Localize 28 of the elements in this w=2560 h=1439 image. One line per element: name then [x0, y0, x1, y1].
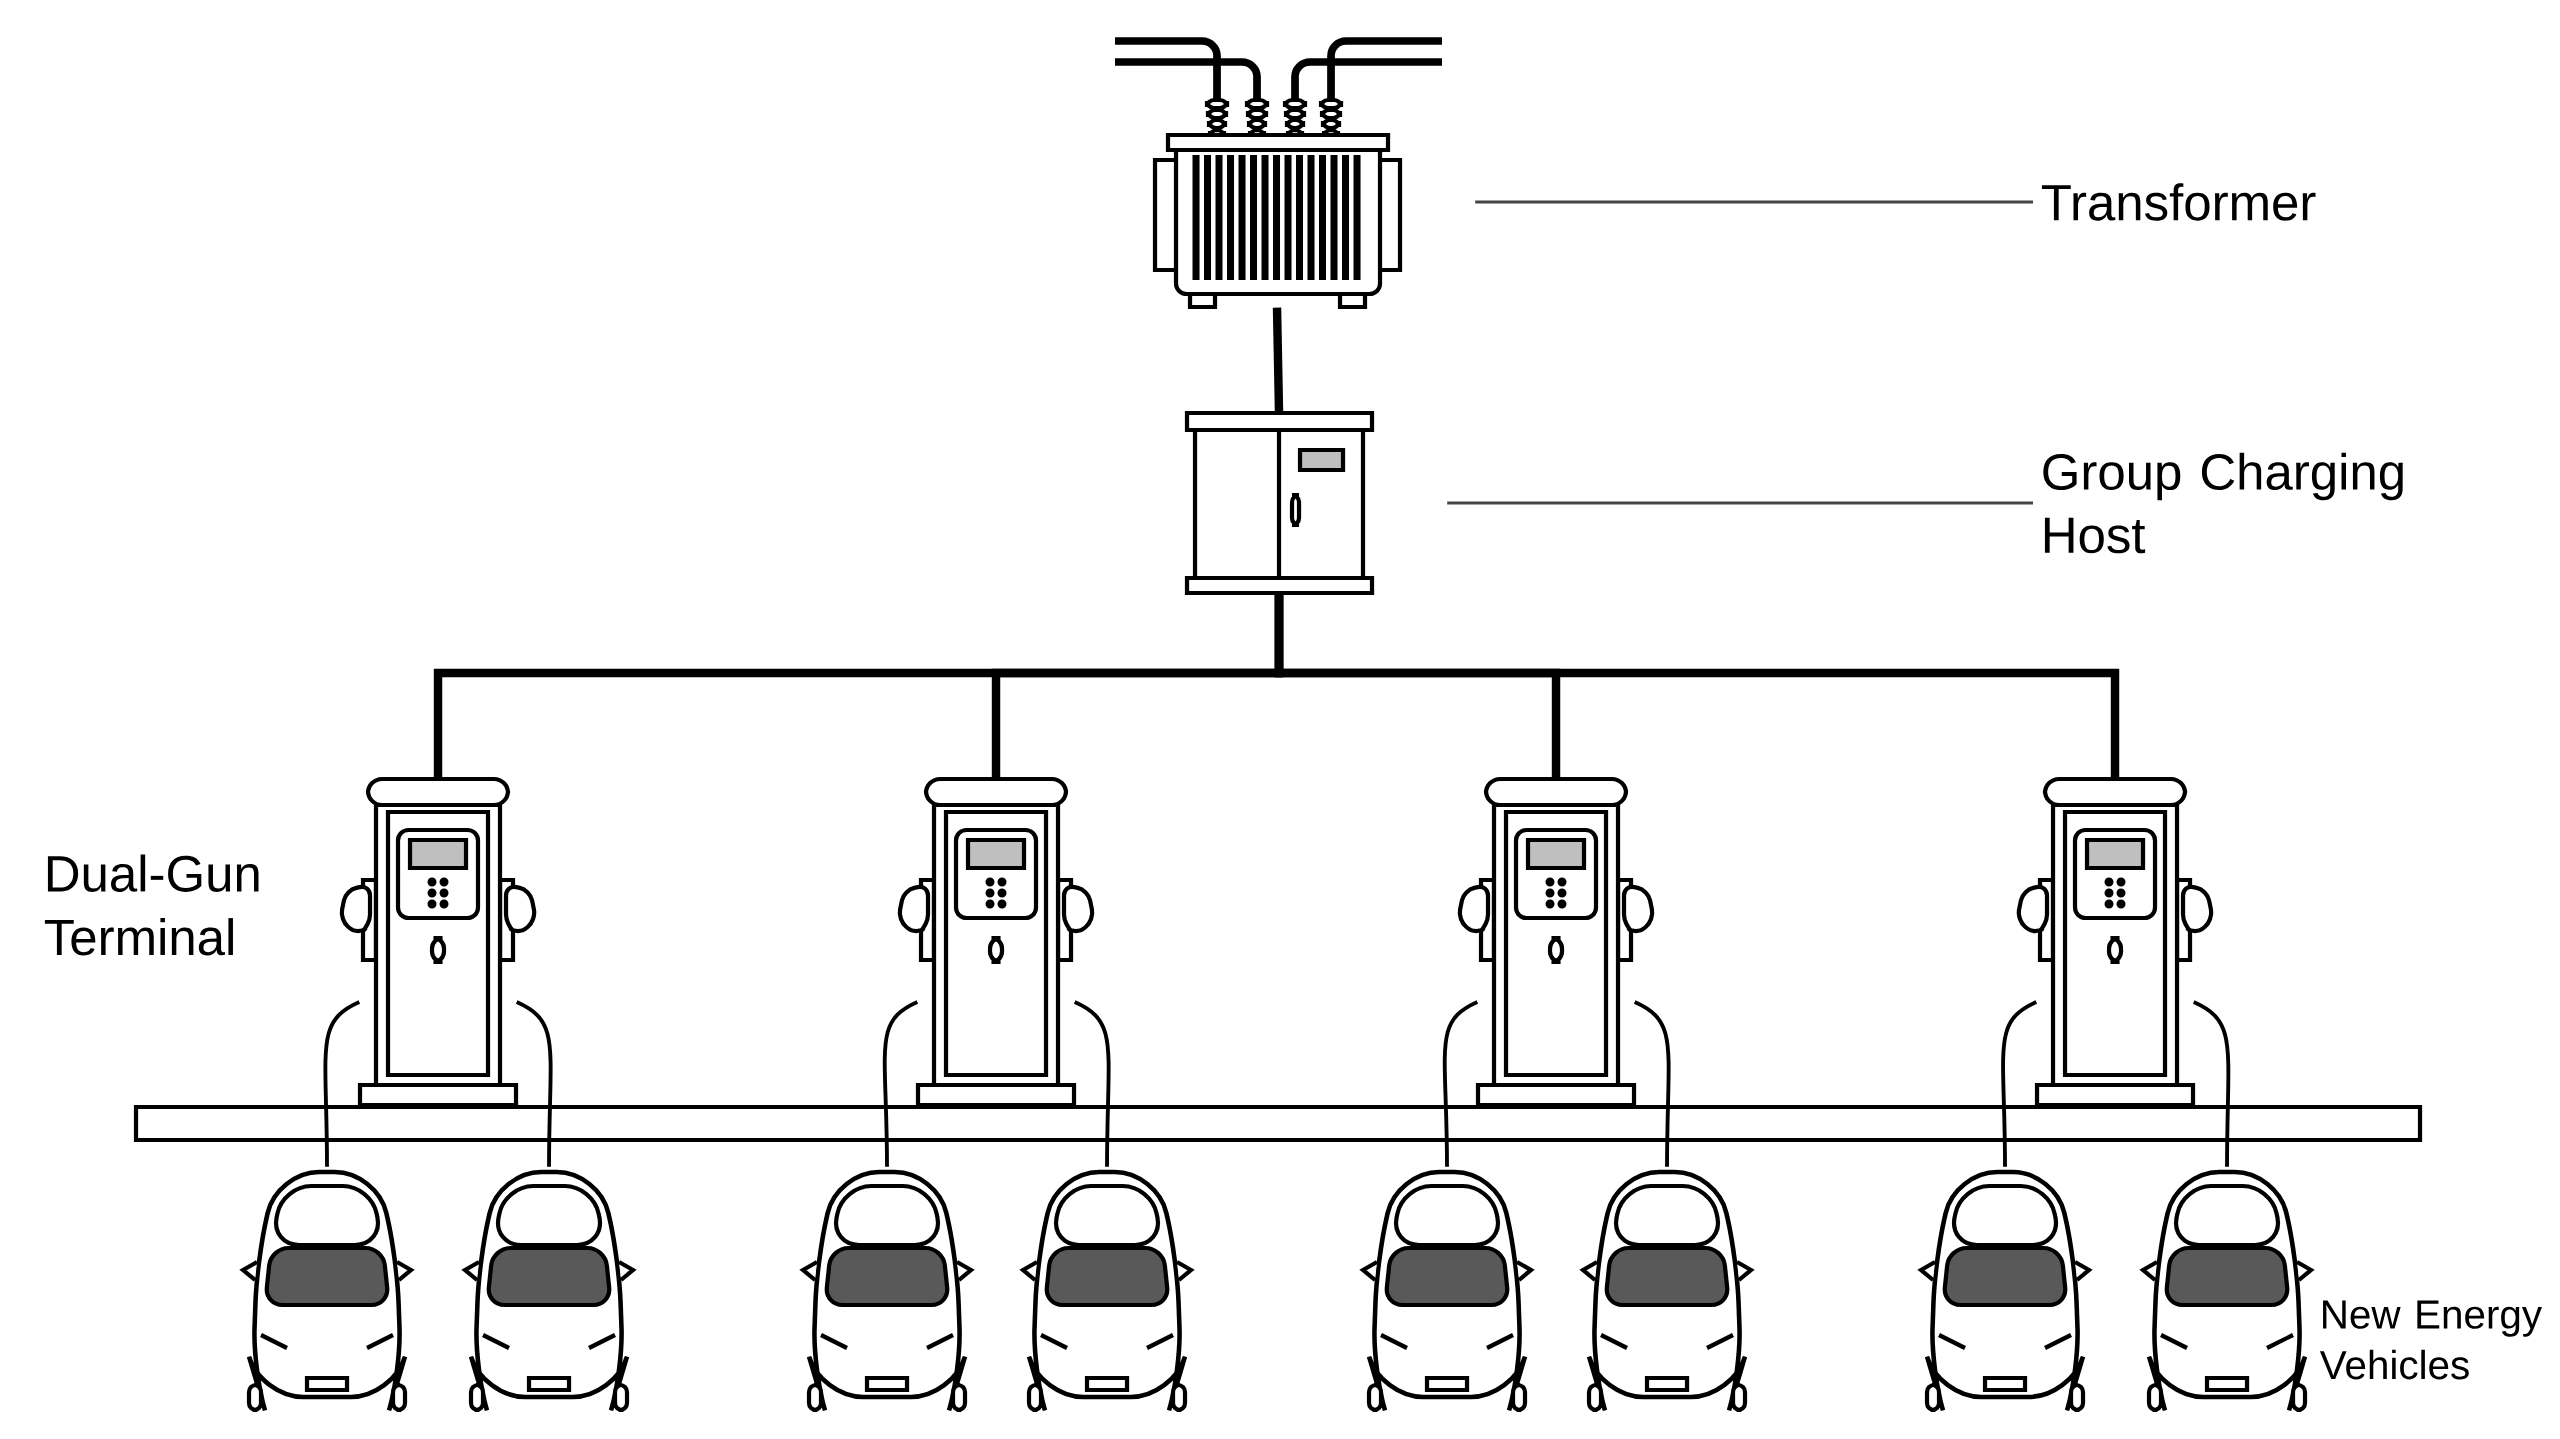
car-drawing — [239, 1169, 415, 1413]
charging-pile-drawing — [2016, 776, 2214, 1108]
car-drawing — [1019, 1169, 1195, 1413]
charging-pile-drawing — [897, 776, 1095, 1108]
leader-line — [1447, 501, 2033, 505]
charging-pile-drawing — [339, 776, 537, 1108]
charging-cable — [515, 1000, 553, 1167]
car-drawing — [799, 1169, 975, 1413]
charging-cable — [1633, 1000, 1671, 1167]
car-drawing — [1359, 1169, 1535, 1413]
leader-line — [1475, 200, 2033, 204]
car-drawing — [2139, 1169, 2315, 1413]
car-drawing — [1579, 1169, 1755, 1413]
charging-cable — [882, 1000, 919, 1167]
charging-pile-drawing — [1457, 776, 1655, 1108]
car-drawing — [461, 1169, 637, 1413]
charging-cable — [2001, 1000, 2038, 1167]
charging-cable — [1442, 1000, 1479, 1167]
callout-text: Group Charging Host — [2043, 452, 2403, 554]
power-cable — [1274, 593, 2120, 779]
label-text: Dual-Gun Terminal — [44, 854, 259, 956]
power-cable — [1272, 307, 1284, 413]
car-drawing — [1917, 1169, 2093, 1413]
charging-cable — [1073, 1000, 1111, 1167]
cabinet-drawing — [1184, 410, 1375, 596]
charging-cable — [2192, 1000, 2231, 1167]
charging-cable — [323, 1000, 361, 1167]
callout-text: Transformer — [2041, 183, 2316, 221]
